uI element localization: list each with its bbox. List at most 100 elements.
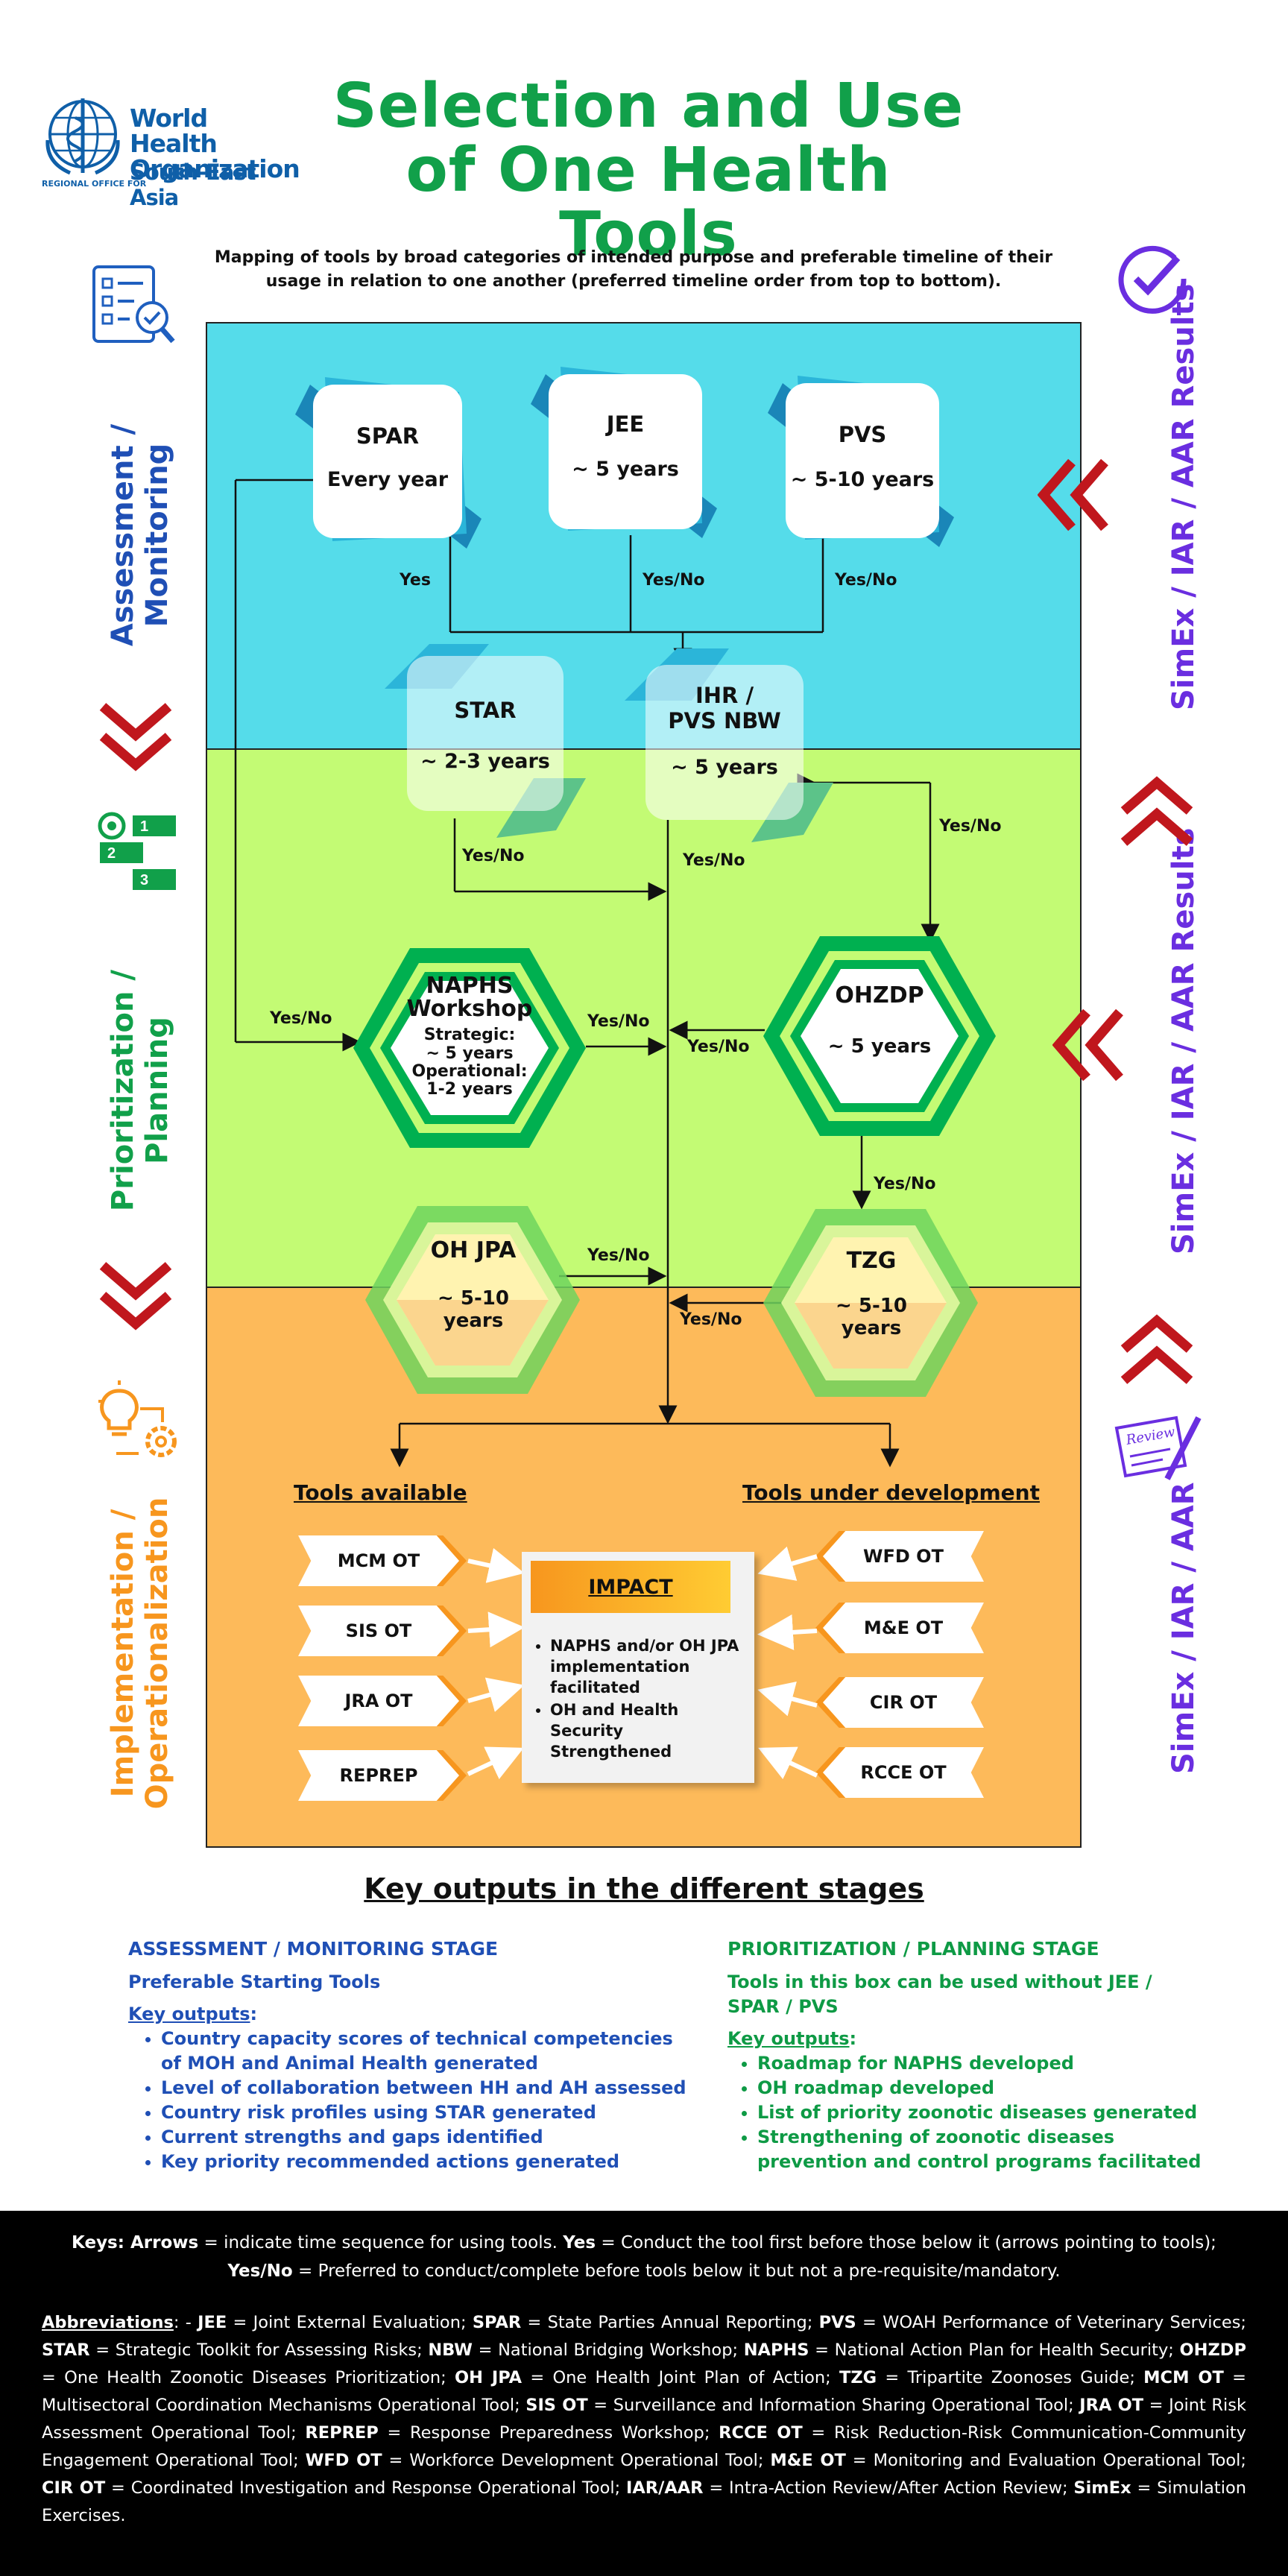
development-tools-list: WFD OT M&E OT CIR OT RCCE OT [815, 1531, 984, 1798]
ihr-name-line1: IHR / [695, 683, 754, 708]
available-tool-label: SIS OT [298, 1606, 459, 1656]
abbreviation-definition: = State Parties Annual Reporting; [521, 2313, 819, 2332]
abbreviation-definition: = Strategic Toolkit for Assessing Risks; [89, 2340, 429, 2360]
abbreviation-definition: = Simulation Exercises. [42, 2478, 1246, 2525]
abbreviation-term: OH JPA [454, 2368, 523, 2387]
abbreviations-list: JEE = Joint External Evaluation; SPAR = … [42, 2313, 1246, 2525]
tzg-name: TZG [846, 1248, 897, 1274]
available-tool-label: REPREP [298, 1750, 459, 1801]
abbreviation-term: WFD OT [305, 2451, 382, 2470]
oh-jpa-node: OH JPA ~ 5-10 years [402, 1237, 544, 1332]
ohjpa-time-line2: years [443, 1310, 504, 1332]
impact-list: NAPHS and/or OH JPA implementation facil… [532, 1635, 748, 1764]
development-tool-label: M&E OT [823, 1603, 984, 1653]
available-tool-label: JRA OT [298, 1676, 459, 1726]
org-name-line2: Organization [130, 154, 300, 183]
ihr-name-line2: PVS NBW [668, 708, 781, 733]
tools-under-development-heading: Tools under development [742, 1480, 1040, 1505]
naphs-strategic-time: ~ 5 years [426, 1044, 514, 1063]
subtitle-line1: Mapping of tools by broad categories of … [214, 248, 1053, 267]
abbreviations-label: Abbreviations [42, 2313, 174, 2332]
chevron-down-icon [99, 703, 172, 771]
subtitle-line2: usage in relation to one another (prefer… [265, 272, 1002, 291]
idea-gear-icon [98, 1380, 177, 1457]
abbreviation-definition: = Intra-Action Review/After Action Revie… [703, 2478, 1074, 2498]
abbreviation-term: NBW [428, 2340, 473, 2360]
footer-legend: Keys: Arrows = indicate time sequence fo… [0, 2211, 1288, 2576]
assessment-output-item: Country risk profiles using STAR generat… [161, 2100, 698, 2125]
checklist-icon [92, 265, 175, 344]
keys-yesno-label: Yes/No [227, 2261, 293, 2281]
chevron-up-icon [1120, 776, 1193, 846]
abbreviation-term: SIS OT [525, 2396, 588, 2415]
abbreviation-definition: = One Health Zoonotic Diseases Prioritiz… [42, 2368, 455, 2387]
prioritization-output-item: Strengthening of zoonotic diseases preve… [757, 2125, 1219, 2174]
svg-text:3: 3 [140, 872, 148, 888]
flow-connectors [234, 479, 940, 1468]
abbreviation-term: OHZDP [1179, 2340, 1246, 2360]
who-emblem-icon [45, 98, 120, 175]
abbreviation-definition: = WOAH Performance of Veterinary Service… [856, 2313, 1247, 2332]
edge-label-naphs: Yes/No [587, 1012, 650, 1031]
impact-heading: IMPACT [531, 1561, 730, 1613]
available-tool-label: MCM OT [298, 1535, 459, 1586]
impact-box: IMPACT NAPHS and/or OH JPA implementatio… [522, 1552, 754, 1783]
assessment-output-list: Country capacity scores of technical com… [161, 2027, 698, 2174]
abbreviation-term: REPREP [305, 2423, 379, 2443]
verified-check-icon [1118, 245, 1187, 314]
development-tool-label: CIR OT [823, 1677, 984, 1728]
abbreviation-definition: = Coordinated Investigation and Response… [105, 2478, 627, 2498]
assessment-stage-heading: ASSESSMENT / MONITORING STAGE [128, 1938, 499, 1960]
prioritization-output-item: Roadmap for NAPHS developed [757, 2051, 1219, 2076]
assessment-key-label-text: Key outputs [128, 2004, 250, 2024]
prioritization-output-item: OH roadmap developed [757, 2076, 1219, 2100]
assessment-output-item: Current strengths and gaps identified [161, 2125, 698, 2150]
abbreviation-term: IAR/AAR [626, 2478, 704, 2498]
prioritization-key-label: Key outputs: [727, 2028, 857, 2049]
abbreviation-definition: = Joint External Evaluation; [227, 2313, 473, 2332]
edge-label-spar-naphs: Yes/No [270, 1009, 332, 1028]
abbreviation-term: STAR [42, 2340, 90, 2360]
keys-arrows-text: = indicate time sequence for using tools… [198, 2233, 564, 2253]
impact-item: NAPHS and/or OH JPA implementation facil… [550, 1635, 748, 1698]
naphs-name-line2: Workshop [406, 996, 533, 1022]
ohzdp-time: ~ 5 years [827, 1035, 932, 1058]
abbreviation-term: M&E OT [770, 2451, 846, 2470]
review-note-icon: Review [1114, 1415, 1202, 1480]
region-prefix: REGIONAL OFFICE FOR [42, 179, 147, 189]
abbreviation-term: PVS [818, 2313, 856, 2332]
abbreviation-term: CIR OT [42, 2478, 106, 2498]
edge-label-spar-yes: Yes [400, 571, 431, 590]
spar-card: SPAR Every year [313, 385, 462, 538]
who-logo: World Health Organization REGIONAL OFFIC… [42, 95, 300, 210]
abbreviation-term: SPAR [472, 2313, 522, 2332]
keys-yesno-text: = Preferred to conduct/complete before t… [292, 2261, 1061, 2281]
edge-label-tzg: Yes/No [680, 1310, 742, 1329]
svg-text:1: 1 [140, 818, 148, 835]
keys-yes-label: Yes [563, 2233, 596, 2253]
spar-name: SPAR [356, 423, 420, 449]
abbreviation-definition: = Risk Reduction-Risk Communication-Comm… [42, 2423, 1246, 2470]
naphs-operational-time: 1-2 years [426, 1080, 513, 1099]
abbreviation-term: RCCE OT [719, 2423, 803, 2443]
assessment-key-label: Key outputs: [128, 2004, 258, 2024]
tzg-hexagon [763, 1209, 978, 1397]
spar-time: Every year [326, 468, 449, 491]
star-name: STAR [454, 698, 517, 723]
prioritization-key-label-text: Key outputs [727, 2028, 850, 2049]
chevron-down-icon [99, 1262, 172, 1330]
abbreviation-definition: = Multisectoral Coordination Mechanisms … [42, 2368, 1246, 2415]
subtitle: Mapping of tools by broad categories of … [201, 246, 1066, 294]
assessment-output-item: Country capacity scores of technical com… [161, 2027, 698, 2076]
jee-time: ~ 5 years [572, 458, 679, 481]
ohzdp-name: OHZDP [835, 982, 924, 1008]
ohjpa-name: OH JPA [430, 1237, 517, 1263]
edge-label-ihr-ohzdp: Yes/No [939, 817, 1002, 836]
impact-arrows [467, 1546, 818, 1780]
title-line2: of One Health Tools [405, 135, 891, 270]
ohjpa-time-line1: ~ 5-10 [438, 1287, 509, 1310]
assessment-key-outputs: ASSESSMENT / MONITORING STAGE Preferable… [128, 1936, 695, 2174]
abbreviation-definition: = One Health Joint Plan of Action; [522, 2368, 839, 2387]
keys-yes-text: = Conduct the tool first before those be… [596, 2233, 1216, 2253]
naphs-hexagon [353, 948, 586, 1148]
